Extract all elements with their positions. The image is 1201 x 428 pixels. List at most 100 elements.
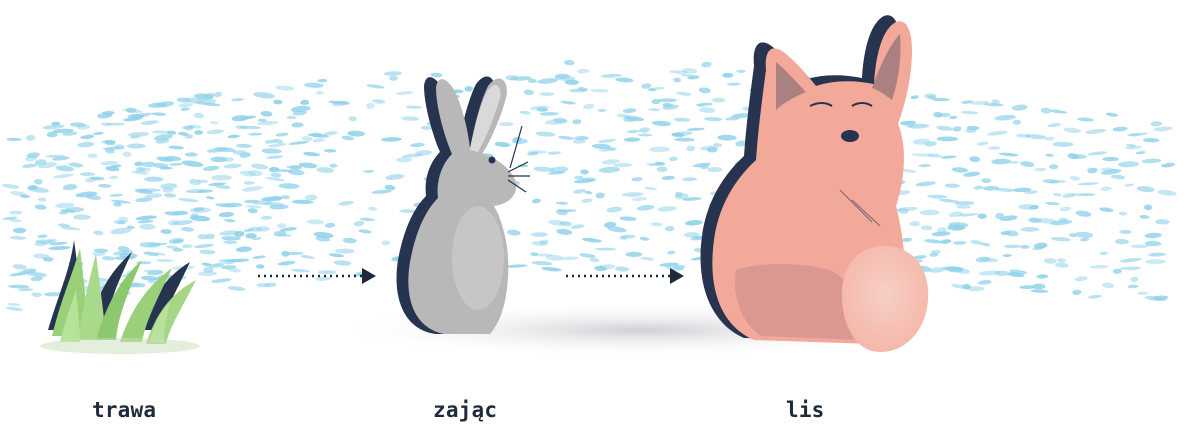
brush-dab	[152, 130, 171, 134]
brush-dab	[920, 210, 940, 216]
brush-dab	[38, 197, 47, 202]
brush-dab	[1087, 167, 1098, 173]
brush-dab	[223, 163, 242, 169]
brush-dab	[203, 165, 220, 172]
brush-dab	[648, 108, 660, 111]
brush-dab	[973, 185, 983, 190]
brush-dab	[625, 252, 642, 257]
brush-dab	[127, 143, 146, 148]
brush-dab	[98, 184, 111, 189]
brush-dab	[631, 177, 642, 182]
brush-dab	[577, 69, 589, 74]
label-fox: lis	[786, 398, 825, 422]
brush-dab	[253, 91, 275, 99]
brush-dab	[994, 114, 1016, 121]
brush-dab	[977, 141, 989, 146]
brush-dab	[1020, 227, 1039, 232]
brush-dab	[77, 141, 95, 148]
brush-dab	[1100, 186, 1112, 191]
brush-dab	[287, 169, 304, 176]
brush-dab	[13, 228, 26, 234]
brush-dab	[1049, 164, 1058, 169]
brush-dab	[995, 187, 1014, 192]
brush-dab	[211, 175, 232, 181]
brush-dab	[34, 179, 43, 185]
brush-dab	[102, 111, 115, 115]
brush-dab	[312, 138, 325, 143]
brush-dab	[236, 246, 252, 252]
brush-dab	[506, 264, 528, 268]
brush-dab	[371, 189, 392, 194]
brush-dab	[248, 132, 262, 136]
brush-dab	[595, 248, 617, 251]
brush-dab	[707, 167, 722, 172]
brush-dab	[494, 141, 510, 147]
brush-dab	[1119, 230, 1132, 234]
brush-dab	[1136, 151, 1146, 155]
brush-dab	[248, 208, 258, 214]
brush-dab	[211, 278, 232, 284]
brush-dab	[595, 192, 605, 199]
brush-dab	[564, 60, 575, 66]
brush-dab	[300, 100, 309, 106]
brush-dab	[640, 256, 654, 261]
brush-dab	[615, 266, 630, 272]
brush-dab	[349, 116, 357, 122]
brush-dab	[300, 254, 315, 259]
brush-dab	[73, 214, 91, 219]
brush-dab	[981, 178, 991, 183]
brush-dab	[669, 156, 678, 162]
brush-dab	[172, 248, 183, 252]
brush-dab	[277, 223, 286, 228]
brush-dab	[583, 103, 595, 109]
brush-dab	[956, 205, 970, 208]
brush-dab	[1045, 153, 1054, 157]
brush-dab	[523, 89, 534, 95]
brush-dab	[673, 77, 681, 82]
brush-dab	[657, 205, 677, 212]
brush-dab	[1078, 182, 1099, 186]
brush-dab	[189, 178, 202, 185]
brush-dab	[252, 255, 266, 260]
brush-dab	[62, 183, 77, 190]
brush-dab	[1019, 285, 1036, 289]
brush-dab	[325, 222, 336, 228]
brush-dab	[507, 229, 521, 236]
brush-dab	[185, 152, 198, 156]
brush-dab	[194, 130, 203, 135]
brush-dab	[1088, 151, 1108, 156]
brush-dab	[1130, 276, 1138, 282]
brush-dab	[940, 155, 956, 159]
brush-dab	[1124, 183, 1134, 187]
brush-dab	[363, 170, 374, 174]
brush-dab	[1113, 268, 1123, 274]
brush-dab	[1106, 112, 1119, 117]
brush-dab	[1020, 245, 1030, 249]
brush-dab	[169, 162, 183, 166]
brush-dab	[936, 125, 953, 132]
brush-dab	[1052, 142, 1073, 147]
brush-dab	[1004, 245, 1021, 248]
brush-dab	[699, 107, 716, 114]
brush-dab	[991, 158, 1011, 164]
brush-dab	[636, 204, 654, 212]
brush-dab	[632, 197, 648, 202]
brush-dab	[651, 120, 671, 127]
brush-dab	[305, 194, 318, 201]
brush-dab	[910, 95, 919, 100]
brush-dab	[969, 156, 980, 163]
brush-dab	[952, 126, 962, 132]
brush-dab	[1050, 109, 1067, 114]
brush-dab	[231, 98, 244, 101]
brush-dab	[178, 103, 193, 108]
brush-dab	[1148, 252, 1166, 257]
brush-dab	[402, 153, 423, 159]
brush-dab	[10, 236, 27, 240]
brush-dab	[109, 176, 118, 180]
brush-dab	[641, 83, 652, 90]
brush-dab	[983, 103, 1004, 107]
brush-dab	[970, 239, 984, 245]
brush-dab	[556, 228, 573, 235]
brush-dab	[278, 183, 299, 189]
brush-dab	[315, 276, 331, 281]
